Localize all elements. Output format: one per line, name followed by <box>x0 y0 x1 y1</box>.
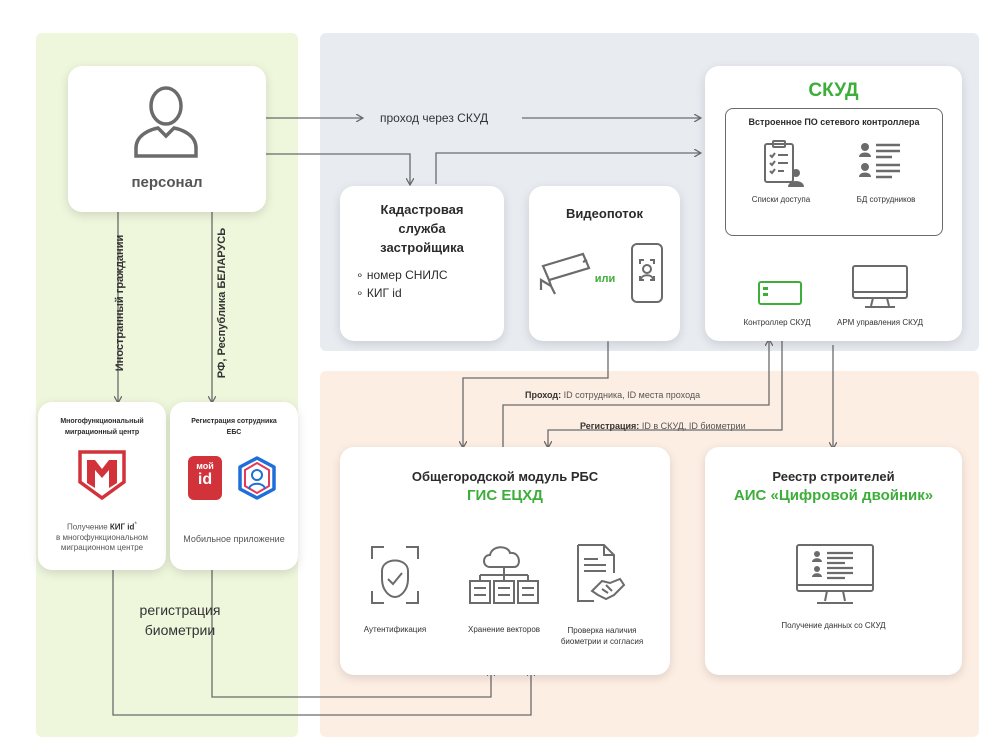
cadastral-title-line3: застройщика <box>380 240 464 255</box>
gis-title: Общегородской модуль РБС <box>411 469 599 484</box>
video-or: или <box>594 273 616 285</box>
registry-card: Реестр строителей АИС «Цифровой двойник»… <box>705 447 962 675</box>
ebs-title-line1: Регистрация сотрудника <box>191 418 277 425</box>
document-handshake-icon <box>577 544 626 602</box>
label-reg-prefix: Регистрация: <box>580 421 640 431</box>
mmc-title-line1: Многофункциональный <box>60 418 144 425</box>
video-card: Видеопоток или <box>529 186 680 341</box>
label-pass: Проход: ID сотрудника, ID места прохода <box>525 390 700 400</box>
skud-firmware-box: Встроенное ПО сетевого контроллера Списк… <box>725 108 943 236</box>
gis-storage-label: Хранение векторов <box>467 625 541 634</box>
person-icon <box>134 86 198 158</box>
monitor-icon <box>852 265 908 308</box>
cadastral-title-line2: служба <box>398 221 446 236</box>
mmc-card: Многофункциональный миграционный центр П… <box>38 402 166 570</box>
cadastral-title: Кадастровая служба застройщика <box>340 200 504 257</box>
label-foreign: Иностранный граждании <box>114 234 126 372</box>
label-biometry-registration: регистрация биометрии <box>110 600 250 640</box>
label-biometry-line2: биометрии <box>144 622 216 638</box>
biometry-face-icon <box>238 456 276 500</box>
mmc-title: Многофункциональный миграционный центр <box>38 416 166 438</box>
gis-check-label: Проверка наличия биометрии и согласия <box>552 625 652 647</box>
mmc-desc-line3: миграционном центре <box>60 542 144 552</box>
ebs-title-line2: ЕБС <box>226 429 242 436</box>
cadastral-item-snils: номер СНИЛС <box>366 268 448 282</box>
mmc-desc-line2: в многофункциональном <box>55 532 148 542</box>
employee-db-label: БД сотрудников <box>856 195 916 204</box>
skud-title: СКУД <box>808 80 859 101</box>
registry-title: Реестр строителей <box>772 469 895 484</box>
smartphone-face-icon <box>631 243 663 303</box>
label-reg-text: ID в СКУД, ID биометрии <box>641 421 746 431</box>
gis-auth-label: Аутентификация <box>363 625 427 634</box>
face-auth-icon <box>371 546 419 604</box>
moi-id-logo-bottom: id <box>197 471 213 488</box>
mmc-desc-line1: Получение КИГ id* <box>40 520 164 533</box>
label-registration: Регистрация: ID в СКУД, ID биометрии <box>580 421 746 431</box>
label-rf: РФ, Республика БЕЛАРУСЬ <box>216 227 228 379</box>
ebs-card: Регистрация сотрудника ЕБС мой id Мобиль… <box>170 402 298 570</box>
label-pass-text: ID сотрудника, ID места прохода <box>563 390 701 400</box>
moi-id-logo: мой id <box>188 456 222 500</box>
registry-subtitle: АИС «Цифровой двойник» <box>733 487 934 504</box>
label-skud-pass: проход через СКУД <box>380 111 489 125</box>
mmc-description: Получение КИГ id* в многофункциональном … <box>40 520 164 553</box>
ebs-description: Мобильное приложение <box>183 534 285 544</box>
mmc-desc-pre: Получение <box>67 522 110 532</box>
controller-icon <box>758 281 802 305</box>
employee-db-icon <box>859 143 900 179</box>
ebs-title: Регистрация сотрудника ЕБС <box>170 416 298 438</box>
cadastral-card: Кадастровая служба застройщика ∘ номер С… <box>340 186 504 341</box>
mmc-logo-icon <box>78 450 126 501</box>
mmc-desc-bold: КИГ id <box>109 522 135 532</box>
video-title: Видеопоток <box>566 206 643 221</box>
controller-label: Контроллер СКУД <box>743 318 811 327</box>
access-lists-label: Списки доступа <box>751 195 811 204</box>
skud-firmware-title: Встроенное ПО сетевого контроллера <box>748 117 920 127</box>
cadastral-list: ∘ номер СНИЛС ∘ КИГ id <box>356 266 448 302</box>
cadastral-item-kig: КИГ id <box>366 286 402 300</box>
gis-card: Общегородской модуль РБС ГИС ЕЦХД Аутент… <box>340 447 670 675</box>
camera-icon <box>539 252 591 295</box>
moi-id-logo-top: мой <box>196 461 214 471</box>
personnel-label: персонал <box>131 174 203 191</box>
personnel-card: персонал <box>68 66 266 212</box>
arm-label: АРМ управления СКУД <box>837 318 923 327</box>
cloud-storage-icon <box>469 546 539 604</box>
gis-subtitle: ГИС ЕЦХД <box>467 487 543 504</box>
label-biometry-line1: регистрация <box>139 602 221 618</box>
access-list-icon <box>764 140 804 187</box>
registry-description: Получение данных со СКУД <box>781 621 886 630</box>
skud-card: СКУД Встроенное ПО сетевого контроллера … <box>705 66 962 341</box>
mmc-title-line2: миграционный центр <box>64 429 140 436</box>
mmc-desc-sup: * <box>134 521 137 528</box>
cadastral-title-line1: Кадастровая <box>380 202 464 217</box>
cadastral-item: ∘ КИГ id <box>356 286 402 300</box>
gis-check-line2: биометрии и согласия <box>560 637 644 646</box>
gis-check-line1: Проверка наличия <box>567 626 637 635</box>
cadastral-item: ∘ номер СНИЛС <box>356 268 448 282</box>
label-pass-prefix: Проход: <box>525 390 562 400</box>
registry-monitor-icon <box>796 544 874 604</box>
